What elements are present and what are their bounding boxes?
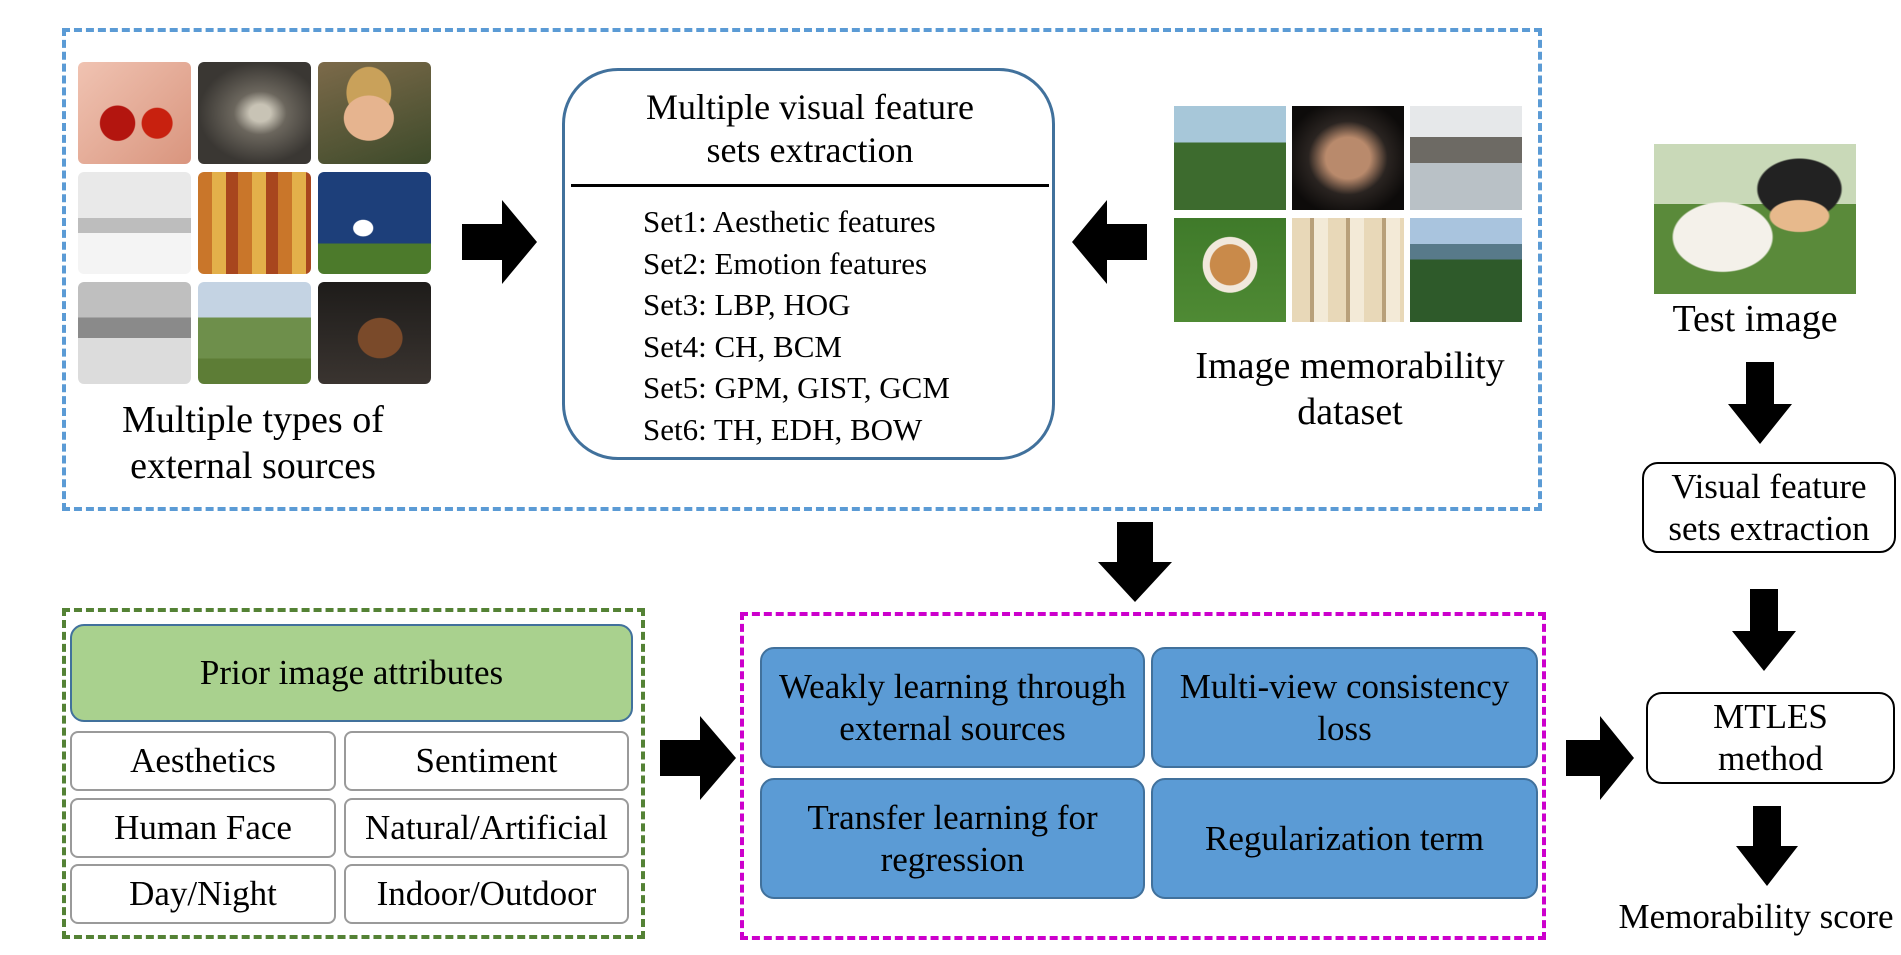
feature-extraction-box: Multiple visual feature sets extraction … bbox=[562, 68, 1055, 460]
prior-attributes-region bbox=[62, 608, 645, 939]
title-divider bbox=[571, 184, 1049, 187]
transfer-learning-box: Transfer learning for regression bbox=[760, 778, 1145, 899]
down-arrow-icon bbox=[1732, 589, 1796, 671]
dataset-thumb-corridor bbox=[1292, 218, 1404, 322]
visual-feature-extraction-box: Visual feature sets extraction bbox=[1642, 462, 1896, 553]
thumb-bedroom bbox=[78, 172, 191, 274]
right-arrow-icon bbox=[1566, 716, 1634, 800]
left-arrow-icon bbox=[1072, 200, 1147, 284]
attribute-day-night: Day/Night bbox=[70, 864, 336, 924]
thumb-tunnel bbox=[198, 62, 311, 164]
memorability-score-label: Memorability score bbox=[1618, 897, 1894, 936]
memorability-dataset-grid bbox=[1174, 106, 1526, 322]
down-arrow-icon bbox=[1728, 362, 1792, 444]
feature-extraction-region bbox=[62, 28, 1542, 511]
feature-set-item: Set2: Emotion features bbox=[643, 245, 928, 281]
attribute-sentiment: Sentiment bbox=[344, 731, 629, 791]
test-image-label: Test image bbox=[1672, 298, 1838, 341]
dataset-thumb-valley bbox=[1410, 218, 1522, 322]
thumb-food-market bbox=[198, 172, 311, 274]
right-arrow-icon bbox=[660, 716, 736, 800]
test-image bbox=[1654, 144, 1856, 294]
external-sources-label: Multiple types of external sources bbox=[122, 399, 384, 487]
feature-set-item: Set3: LBP, HOG bbox=[643, 287, 851, 322]
dataset-thumb-garden bbox=[1174, 106, 1286, 210]
dataset-thumb-lake bbox=[1410, 106, 1522, 210]
external-sources-grid bbox=[78, 62, 438, 392]
weakly-learning-box: Weakly learning through external sources bbox=[760, 647, 1145, 768]
right-arrow-icon bbox=[462, 200, 537, 284]
feature-set-list: Set1: Aesthetic features Set2: Emotion f… bbox=[643, 201, 1043, 450]
attribute-indoor-outdoor: Indoor/Outdoor bbox=[344, 864, 629, 924]
thumb-village bbox=[198, 282, 311, 384]
regularization-term-box: Regularization term bbox=[1151, 778, 1538, 899]
down-arrow-icon bbox=[1736, 806, 1798, 886]
thumb-apples bbox=[78, 62, 191, 164]
attribute-natural-artificial: Natural/Artificial bbox=[344, 798, 629, 858]
thumb-mammoth bbox=[318, 282, 431, 384]
dataset-thumb-dog bbox=[1174, 218, 1286, 322]
dataset-thumb-portrait bbox=[1292, 106, 1404, 210]
feature-set-item: Set6: TH, EDH, BOW bbox=[643, 411, 923, 447]
feature-extraction-title: Multiple visual feature sets extraction bbox=[646, 86, 974, 170]
memorability-dataset-label: Image memorability dataset bbox=[1195, 345, 1505, 433]
multi-view-consistency-box: Multi-view consistency loss bbox=[1151, 647, 1538, 768]
feature-set-item: Set1: Aesthetic features bbox=[643, 204, 936, 239]
attribute-human-face: Human Face bbox=[70, 798, 336, 858]
attribute-aesthetics: Aesthetics bbox=[70, 731, 336, 791]
thumb-bw-landscape bbox=[78, 282, 191, 384]
thumb-field-sky bbox=[318, 172, 431, 274]
mtles-method-box: MTLES method bbox=[1646, 692, 1895, 784]
learning-components-region bbox=[740, 612, 1546, 940]
feature-set-item: Set4: CH, BCM bbox=[643, 328, 842, 364]
down-arrow-icon bbox=[1098, 522, 1172, 602]
feature-set-item: Set5: GPM, GIST, GCM bbox=[643, 370, 950, 405]
prior-attributes-header: Prior image attributes bbox=[70, 624, 633, 722]
thumb-man-face bbox=[318, 62, 431, 164]
